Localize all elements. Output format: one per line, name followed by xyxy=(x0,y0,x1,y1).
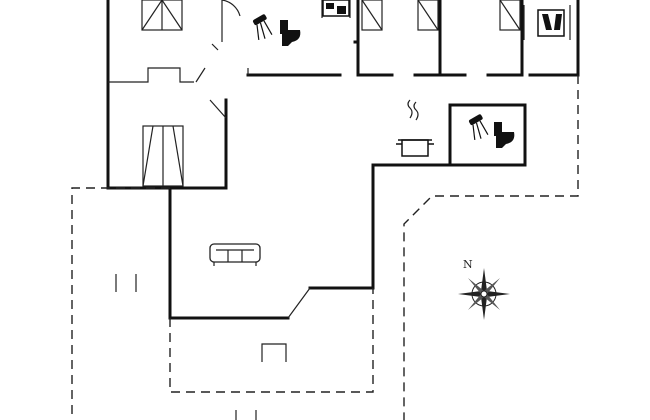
compass-rose-icon xyxy=(458,268,510,320)
bed-3 xyxy=(361,0,383,31)
outdoor-bench xyxy=(261,343,287,362)
terrace-east xyxy=(403,75,579,420)
compass-north-label: N xyxy=(463,258,473,271)
bed-4 xyxy=(417,0,439,31)
bedroom-corner xyxy=(209,99,227,119)
sink-icon xyxy=(322,0,350,17)
walls xyxy=(106,0,580,320)
door-swing-hall xyxy=(195,67,206,83)
terrace-west xyxy=(71,187,170,420)
shower-stall-icon xyxy=(537,9,565,37)
shower-icon xyxy=(469,114,489,140)
chimney-outline xyxy=(108,67,194,83)
sofa-icon xyxy=(209,243,261,266)
interior-lines xyxy=(108,0,571,420)
toilet-icon xyxy=(280,20,301,46)
door-arc-bath1 xyxy=(221,0,241,17)
beds xyxy=(141,0,521,187)
door-living xyxy=(287,287,311,319)
bed-5 xyxy=(499,0,521,31)
stove-pot-icon xyxy=(396,99,434,157)
toilet-icon xyxy=(494,122,515,148)
bed-2 xyxy=(142,125,184,187)
terrace-south xyxy=(169,288,374,393)
terrace-outlines xyxy=(71,75,579,420)
shower-icon xyxy=(253,14,273,40)
bed-1 xyxy=(141,0,183,31)
